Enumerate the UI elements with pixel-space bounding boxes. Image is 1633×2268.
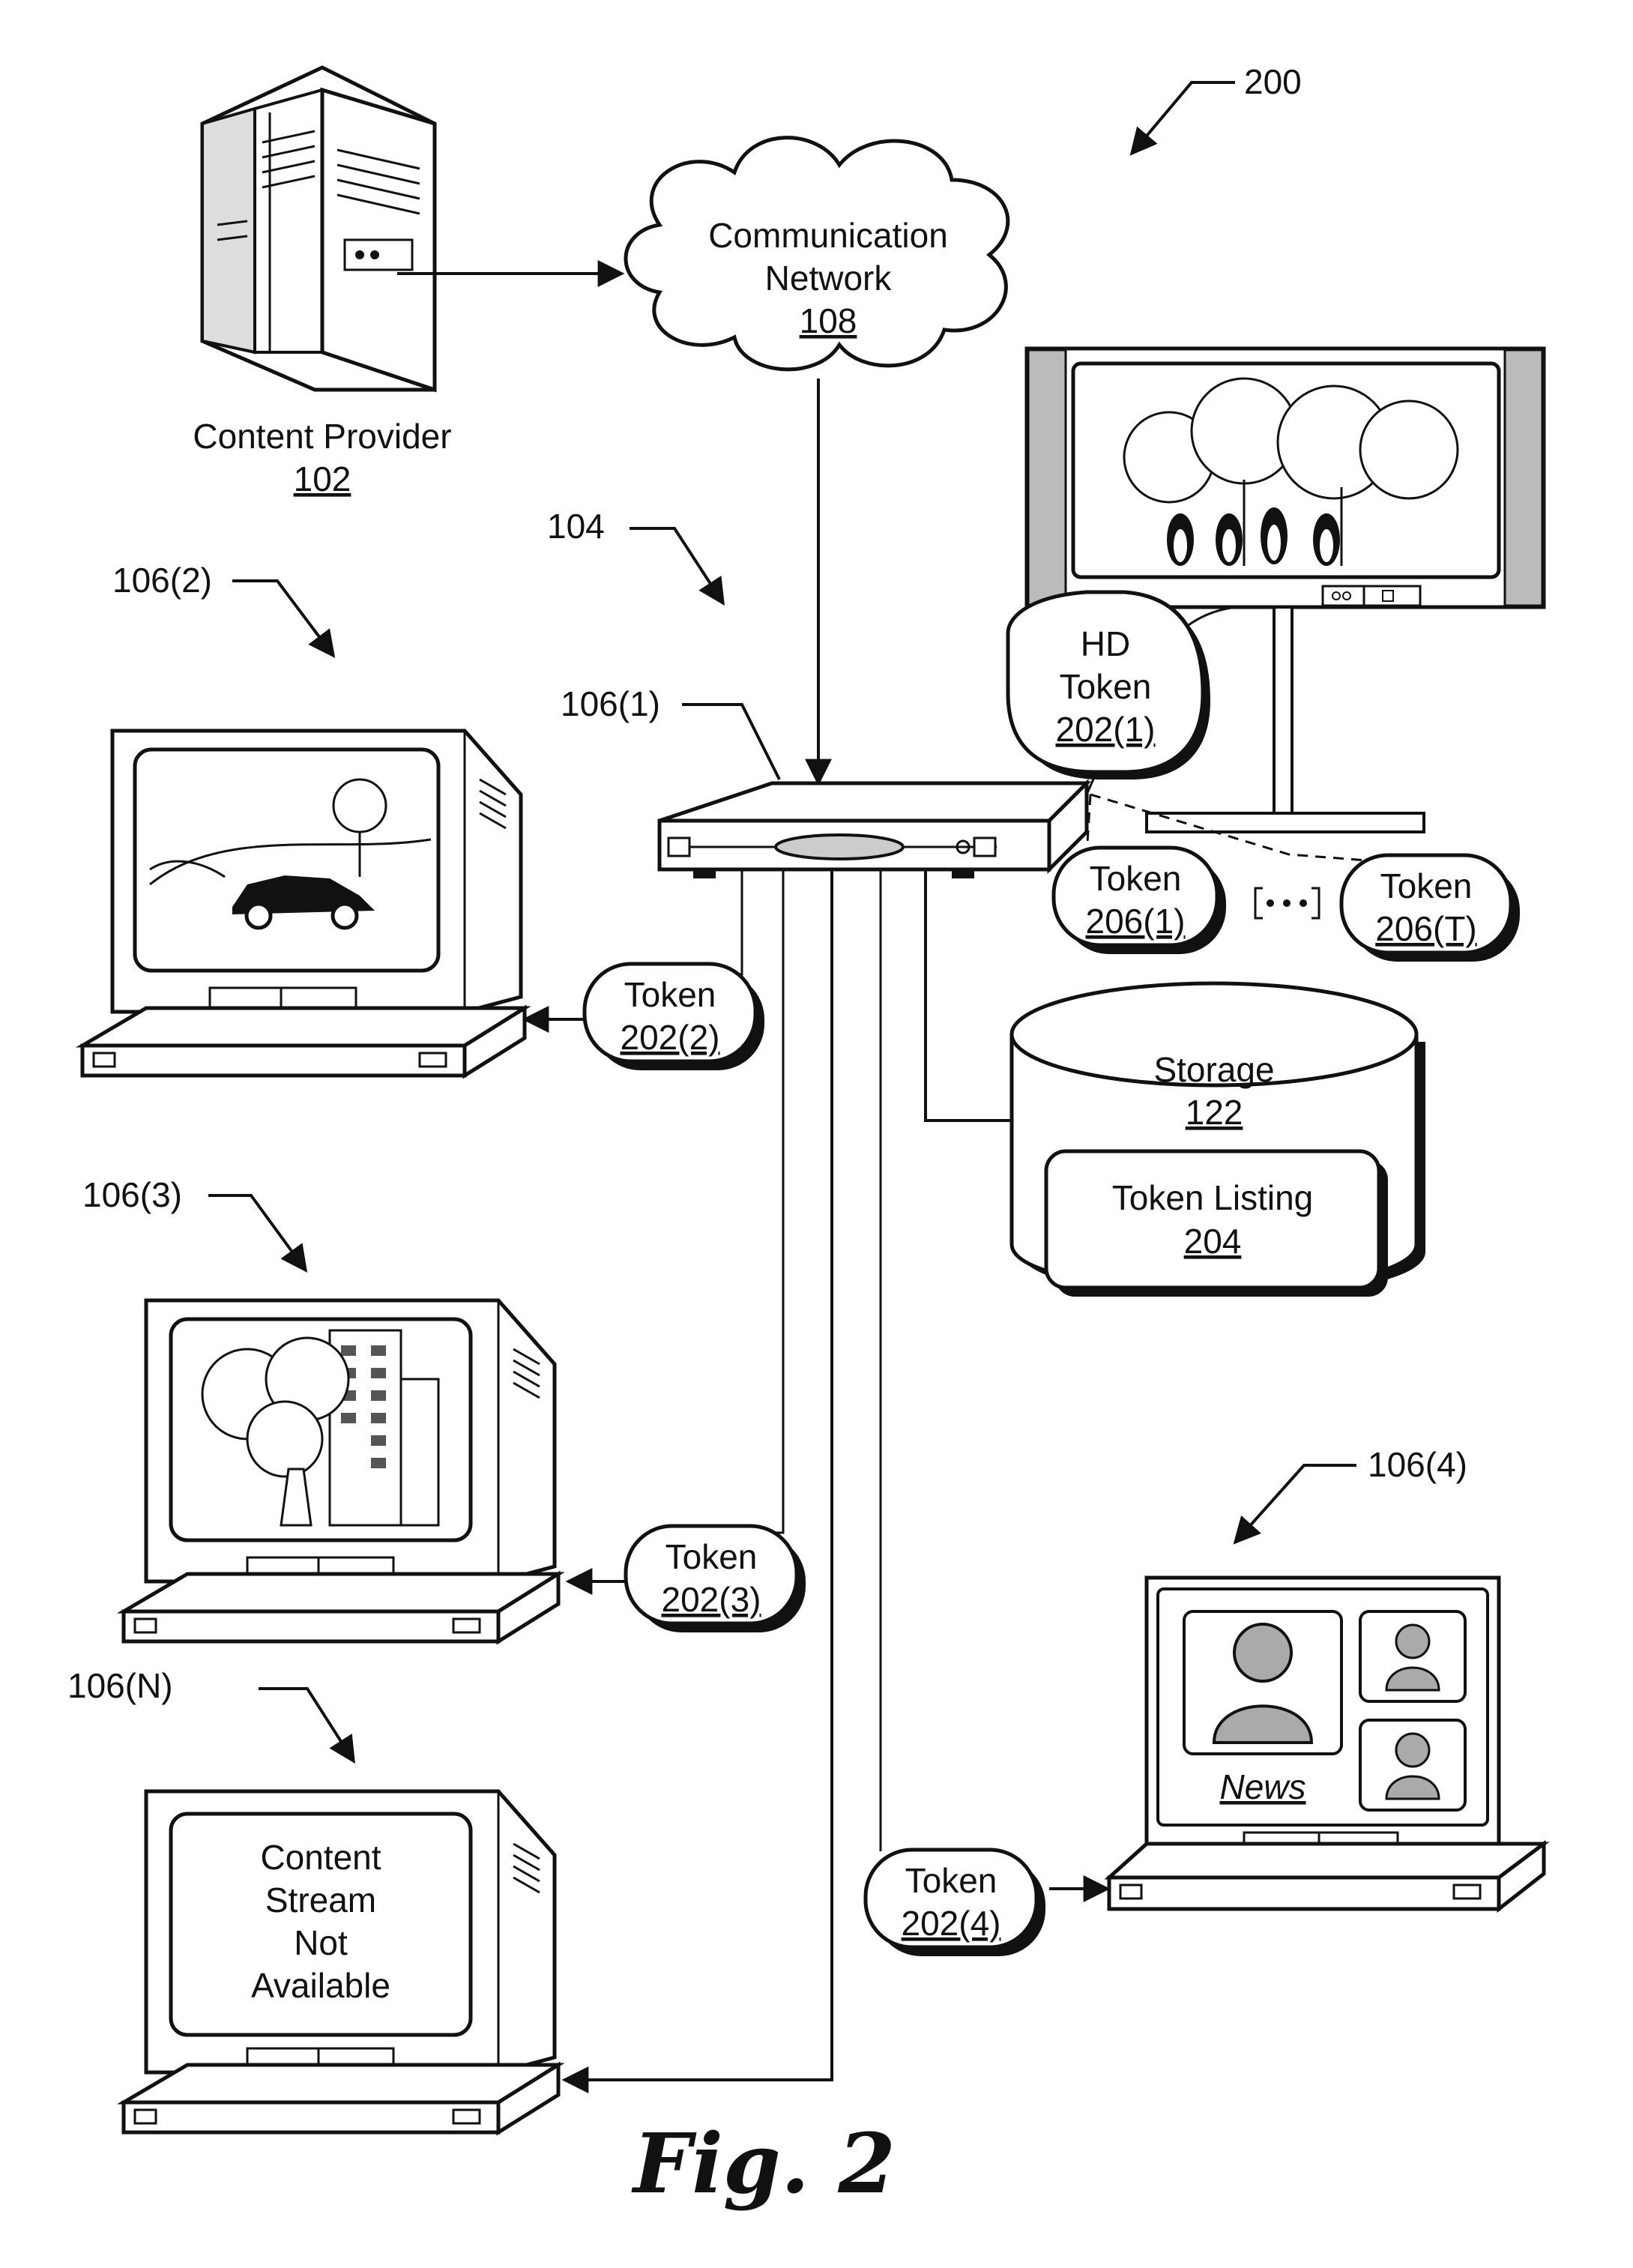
- network-label-line1: Communication: [708, 216, 948, 255]
- screen-text-line4: Available: [251, 1966, 390, 2005]
- arrow-icon: [630, 527, 725, 606]
- screen-text-line2: Stream: [265, 1881, 376, 1919]
- content-provider-ref: 102: [294, 459, 351, 498]
- hd-token-line2: Token: [1060, 667, 1152, 706]
- connection-line: [753, 869, 785, 1534]
- token-202-2-ref: 202(2): [621, 1018, 720, 1057]
- token-202-2: Token 202(2): [582, 962, 764, 1070]
- arrow-icon: [1233, 1464, 1356, 1545]
- crt-monitor-icon: News: [1104, 1575, 1550, 1913]
- hd-token: HD Token 202(1): [1006, 590, 1210, 779]
- device-106-4-ref: 106(4): [1368, 1445, 1467, 1484]
- token-202-3: Token 202(3): [624, 1524, 806, 1632]
- token-206-T-label: Token: [1380, 866, 1473, 905]
- content-provider-label: Content Provider: [193, 417, 451, 456]
- device-106-2-ref: 106(2): [112, 561, 212, 600]
- arrow-icon: [259, 1687, 355, 1764]
- arrow-icon: [208, 1194, 308, 1273]
- figure-ref-200: 200: [1129, 62, 1302, 156]
- figure-ref-number: 200: [1244, 62, 1302, 101]
- system-ref-104: 104: [547, 507, 725, 606]
- crt-monitor-icon: [116, 1298, 565, 1645]
- token-listing-label: Token Listing: [1112, 1178, 1314, 1217]
- token-202-2-label: Token: [624, 975, 716, 1014]
- token-listing: Token Listing 204: [1044, 1149, 1388, 1297]
- connection-line: [716, 869, 743, 976]
- flat-panel-tv-icon: [1024, 346, 1546, 833]
- screen-text-line1: Content: [260, 1838, 381, 1877]
- set-top-box-ref: 106(1): [561, 684, 660, 723]
- token-202-4: Token 202(4): [863, 1848, 1045, 1956]
- dashed-line: [1090, 793, 1485, 871]
- token-206-1: Token 206(1): [1051, 845, 1226, 954]
- network-ref: 108: [800, 301, 857, 340]
- token-206-1-label: Token: [1090, 859, 1182, 898]
- device-106-N-ref: 106(N): [67, 1666, 173, 1705]
- device-106-4: 106(4) News: [1104, 1445, 1550, 1913]
- token-202-4-label: Token: [905, 1861, 997, 1900]
- communication-network: Communication Network 108: [624, 136, 1010, 372]
- storage-label: Storage: [1153, 1050, 1274, 1089]
- figure-caption: Fig. 2: [631, 2115, 896, 2212]
- arrow-icon: [1129, 81, 1235, 156]
- ellipsis-icon: [1254, 887, 1320, 920]
- set-top-box: 106(1): [561, 684, 1092, 878]
- arrow-icon: [561, 869, 833, 2093]
- news-label: News: [1219, 1767, 1306, 1806]
- system-ref-label: 104: [547, 507, 605, 546]
- token-206-T-ref: 206(T): [1375, 909, 1476, 948]
- crt-monitor-icon: [75, 729, 531, 1079]
- token-206-T: Token 206(T): [1339, 853, 1520, 962]
- crt-monitor-icon: [116, 1789, 565, 2136]
- screen-text-line3: Not: [294, 1923, 348, 1962]
- token-206-1-ref: 206(1): [1086, 902, 1186, 941]
- storage: Storage 122 Token Listing 204: [1009, 981, 1425, 1297]
- leader-line: [682, 703, 781, 780]
- device-106-N: 106(N) Content Stream Not Available: [67, 1666, 565, 2136]
- arrow-icon: [924, 869, 1046, 1134]
- device-106-3-ref: 106(3): [82, 1175, 182, 1214]
- token-202-3-label: Token: [665, 1537, 758, 1576]
- token-202-4-ref: 202(4): [902, 1904, 1001, 1943]
- cloud-icon: [624, 136, 1010, 372]
- device-106-2: 106(2): [75, 561, 531, 1079]
- network-label-line2: Network: [765, 259, 893, 298]
- device-106-3: 106(3): [82, 1175, 565, 1645]
- hd-token-ref: 202(1): [1056, 710, 1156, 749]
- content-provider: Content Provider 102: [193, 65, 452, 498]
- server-icon: [200, 65, 437, 393]
- arrow-icon: [232, 579, 336, 658]
- storage-ref: 122: [1186, 1093, 1243, 1132]
- token-listing-ref: 204: [1184, 1222, 1242, 1261]
- hd-token-line1: HD: [1081, 624, 1130, 663]
- token-202-3-ref: 202(3): [662, 1580, 761, 1619]
- set-top-box-icon: [657, 778, 1092, 878]
- dashed-line: [1085, 794, 1092, 855]
- hd-tv: [1024, 346, 1546, 833]
